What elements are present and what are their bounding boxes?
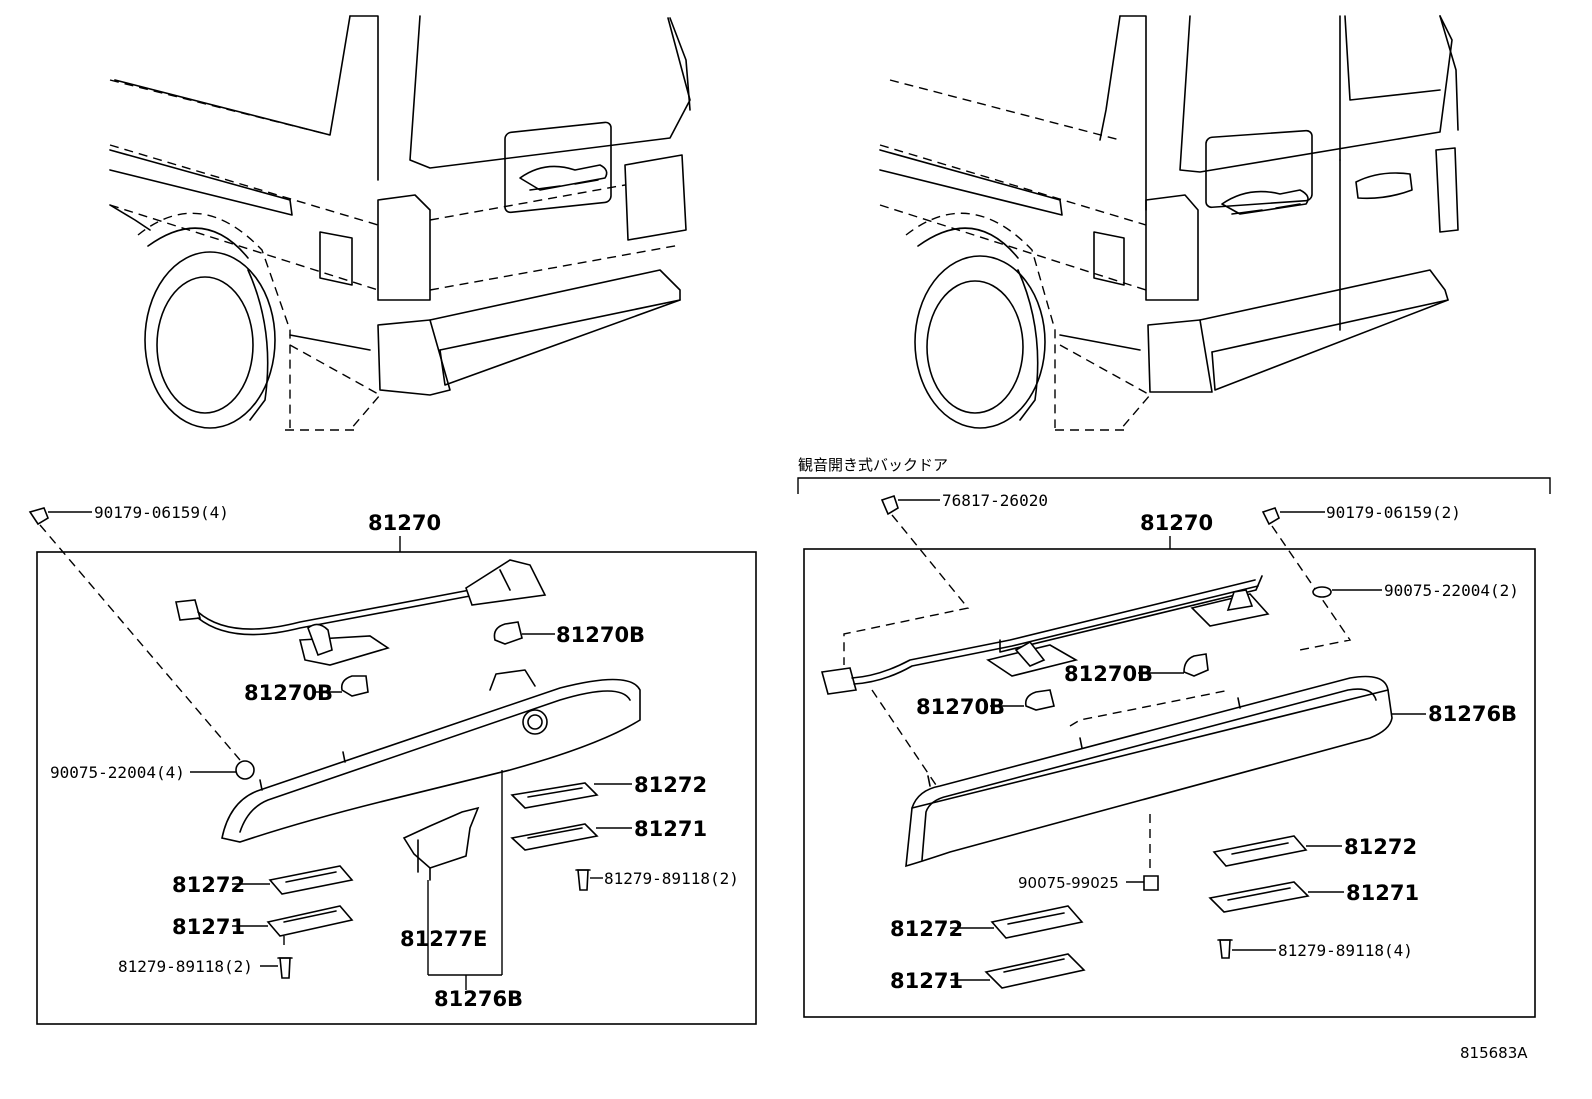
part-label-90179-left: 90179-06159(4) — [94, 503, 229, 522]
part-label-81270b-right-b: 81270B — [916, 695, 1005, 719]
wire-harness-icon — [175, 559, 547, 666]
grommet-icon — [1312, 586, 1332, 598]
clip-icon — [1261, 507, 1280, 526]
part-label-81276b-left: 81276B — [434, 987, 523, 1011]
part-label-81277e: 81277E — [400, 927, 487, 951]
right-parts-panel: 観音開き式バックドア 81270 76817-26020 90179-06159… — [797, 456, 1551, 1018]
lamp-cover-icon — [984, 953, 1086, 989]
part-label-81271-left-b: 81271 — [172, 915, 245, 939]
screw-icon — [1217, 939, 1233, 959]
part-label-81270b-right-a: 81270B — [1064, 662, 1153, 686]
bulb-icon — [1024, 689, 1055, 711]
clip-icon — [28, 507, 49, 526]
garnish-icon — [905, 675, 1393, 868]
part-label-81271-left-a: 81271 — [634, 817, 707, 841]
part-label-90075-99025: 90075-99025 — [1018, 874, 1119, 892]
part-label-81270b-left-b: 81270B — [244, 681, 333, 705]
right-assembly-number: 81270 — [1140, 511, 1213, 535]
grommet-icon — [1143, 875, 1159, 891]
screw-icon — [575, 869, 591, 891]
part-label-81272-right-a: 81272 — [1344, 835, 1417, 859]
screw-icon — [277, 957, 293, 979]
part-label-81272-left-b: 81272 — [172, 873, 245, 897]
part-label-81271-right-b: 81271 — [890, 969, 963, 993]
lamp-cover-icon — [1208, 881, 1310, 913]
part-label-81279-left-a: 81279-89118(2) — [604, 869, 739, 888]
lamp-lens-icon — [510, 782, 599, 809]
garnish-icon — [221, 669, 641, 843]
part-label-76817: 76817-26020 — [942, 491, 1048, 510]
part-label-90075-left: 90075-22004(4) — [50, 763, 185, 782]
part-label-81272-left-a: 81272 — [634, 773, 707, 797]
left-panel-frame — [36, 551, 757, 1025]
bulb-icon — [1183, 653, 1209, 677]
lamp-lens-icon — [1212, 835, 1308, 867]
bulb-icon — [340, 675, 369, 697]
part-label-81279-left-b: 81279-89118(2) — [118, 957, 253, 976]
bracket-icon — [402, 806, 480, 881]
vehicle-rear-view-right — [879, 15, 1459, 431]
part-label-81279-right: 81279-89118(4) — [1278, 941, 1413, 960]
part-label-81271-right-a: 81271 — [1346, 881, 1419, 905]
lamp-cover-icon — [266, 905, 354, 937]
part-label-81270b-left-a: 81270B — [556, 623, 645, 647]
part-label-81272-right-b: 81272 — [890, 917, 963, 941]
left-assembly-number: 81270 — [368, 511, 441, 535]
part-label-90179-right: 90179-06159(2) — [1326, 503, 1461, 522]
clip-icon — [880, 494, 899, 516]
right-panel-caption: 観音開き式バックドア — [798, 456, 948, 474]
part-label-90075-right: 90075-22004(2) — [1384, 581, 1519, 600]
wire-harness-icon — [820, 575, 1270, 695]
lamp-cover-icon — [510, 823, 599, 851]
lamp-lens-icon — [990, 905, 1084, 939]
lamp-lens-icon — [268, 865, 354, 895]
figure-code: 815683A — [1460, 1044, 1528, 1062]
grommet-icon — [235, 760, 255, 780]
vehicle-rear-view-left — [109, 15, 691, 431]
left-parts-panel: 81270 90179-06159(4) 81270B 81270B — [28, 503, 757, 1025]
part-label-81276b-right: 81276B — [1428, 702, 1517, 726]
bulb-icon — [493, 621, 523, 645]
